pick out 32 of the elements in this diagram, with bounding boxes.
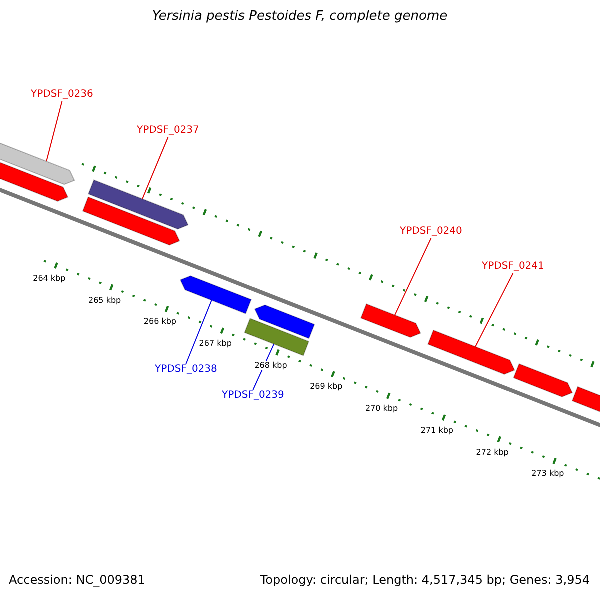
scale-label: 272 kbp (476, 448, 509, 457)
leader-line (46, 101, 63, 162)
gene-label: YPDSF_0236 (31, 89, 94, 100)
scale-label: 264 kbp (33, 274, 66, 283)
leader-line (394, 238, 432, 316)
gene-feature (513, 363, 574, 398)
gene-feature (428, 330, 516, 375)
scale-label: 266 kbp (144, 317, 177, 326)
gene-feature (88, 180, 189, 230)
gene-feature (360, 304, 422, 338)
scale-label: 268 kbp (254, 360, 288, 370)
leader-line (142, 137, 169, 200)
genome-summary: Topology: circular; Length: 4,517,345 bp; Genes: 3,954 (260, 574, 590, 588)
gene-feature (82, 196, 180, 246)
scale-label: 269 kbp (310, 382, 343, 392)
gene-label: YPDSF_0237 (137, 125, 200, 136)
accession-text: Accession: NC_009381 (9, 574, 146, 588)
gene-label: YPDSF_0238 (155, 364, 218, 376)
gene-feature (180, 276, 252, 314)
scale-label: 270 kbp (365, 404, 398, 414)
scale-label: 267 kbp (199, 338, 232, 348)
gene-label: YPDSF_0239 (222, 390, 284, 402)
gene-feature (254, 304, 316, 340)
scale-label: 273 kbp (532, 469, 564, 478)
leader-line (186, 300, 212, 364)
gene-label: YPDSF_0240 (400, 226, 462, 238)
scale-label: 265 kbp (88, 296, 122, 305)
title: Yersinia pestis Pestoides F, complete genome (151, 10, 449, 25)
leader-line (475, 273, 514, 348)
gene-block (244, 318, 310, 356)
scale-label: 271 kbp (420, 426, 454, 435)
gene-label: YPDSF_0241 (482, 261, 544, 272)
